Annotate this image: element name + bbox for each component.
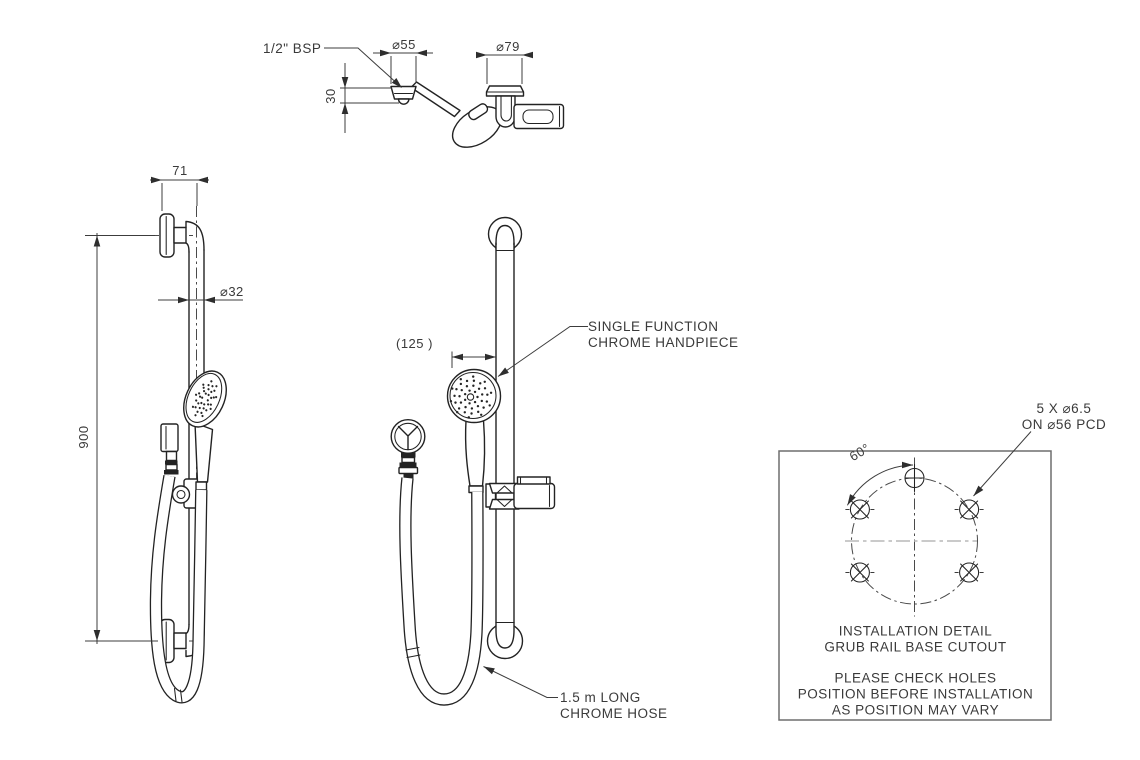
top-view-rail-section <box>495 95 516 128</box>
hole-top <box>904 463 925 493</box>
install-title-line1: INSTALLATION DETAIL <box>839 624 993 639</box>
hole-lower-left <box>845 562 875 583</box>
top-view-slider-body <box>513 103 565 130</box>
dim-30: 30 <box>323 88 338 103</box>
angle-arc <box>846 464 914 506</box>
dim-dia55: ⌀55 <box>392 37 416 52</box>
front-slider-tab <box>516 476 551 485</box>
side-view: 71 ⌀32 900 <box>76 163 244 704</box>
top-view-flange <box>485 85 525 97</box>
hose-label-line1: 1.5 m LONG <box>560 690 641 705</box>
dim-dia79: ⌀79 <box>496 39 520 54</box>
top-view-elbow <box>390 85 417 100</box>
handpiece-label-line2: CHROME HANDPIECE <box>588 335 739 350</box>
install-title-line2: GRUB RAIL BASE CUTOUT <box>824 640 1006 655</box>
install-warning-line1: PLEASE CHECK HOLES <box>834 671 996 686</box>
install-warning-line2: POSITION BEFORE INSTALLATION <box>798 687 1034 702</box>
front-handle <box>464 419 486 487</box>
handpiece-label-line1: SINGLE FUNCTION <box>588 319 719 334</box>
install-warning-line3: AS POSITION MAY VARY <box>832 703 999 718</box>
side-top-flange <box>159 213 175 258</box>
top-view-head-connector <box>468 103 489 121</box>
hole-upper-right <box>954 499 984 520</box>
holes-note-line1: 5 X ⌀6.5 <box>1037 401 1092 416</box>
dim-900: 900 <box>76 425 91 448</box>
side-handpiece <box>183 370 227 428</box>
side-wall-outlet <box>160 423 179 453</box>
hose-label-line2: CHROME HOSE <box>560 706 668 721</box>
top-view-elbow-boss <box>397 98 410 105</box>
dim-125: (125 ) <box>396 336 433 351</box>
holes-note-line2: ON ⌀56 PCD <box>1022 417 1106 432</box>
hose-leader <box>483 666 558 698</box>
front-spray-dots <box>449 375 493 419</box>
front-rail-tube <box>495 242 515 624</box>
dim-dia32: ⌀32 <box>220 284 244 299</box>
angle-label: 60° <box>847 440 873 464</box>
side-spray-dots <box>191 380 218 418</box>
installation-box <box>778 450 1052 721</box>
installation-detail: 60° 5 X ⌀6.5 ON ⌀56 PCD INSTALLATION DET… <box>778 401 1106 721</box>
top-view: ⌀55 ⌀79 30 1/2" BSP <box>263 37 565 148</box>
side-handle <box>194 422 214 483</box>
top-view-arm <box>410 81 461 118</box>
hole-upper-left <box>845 499 875 520</box>
dim-71: 71 <box>172 163 187 178</box>
handpiece-leader <box>497 326 588 377</box>
holes-leader <box>973 431 1032 497</box>
front-view: (125 ) SINGLE FUNCTION CHROME HANDPIECE … <box>390 216 739 721</box>
top-view-slider-slot <box>522 109 554 125</box>
thread-label: 1/2" BSP <box>263 41 321 56</box>
hole-lower-right <box>954 562 984 583</box>
front-slider-body <box>513 482 556 510</box>
